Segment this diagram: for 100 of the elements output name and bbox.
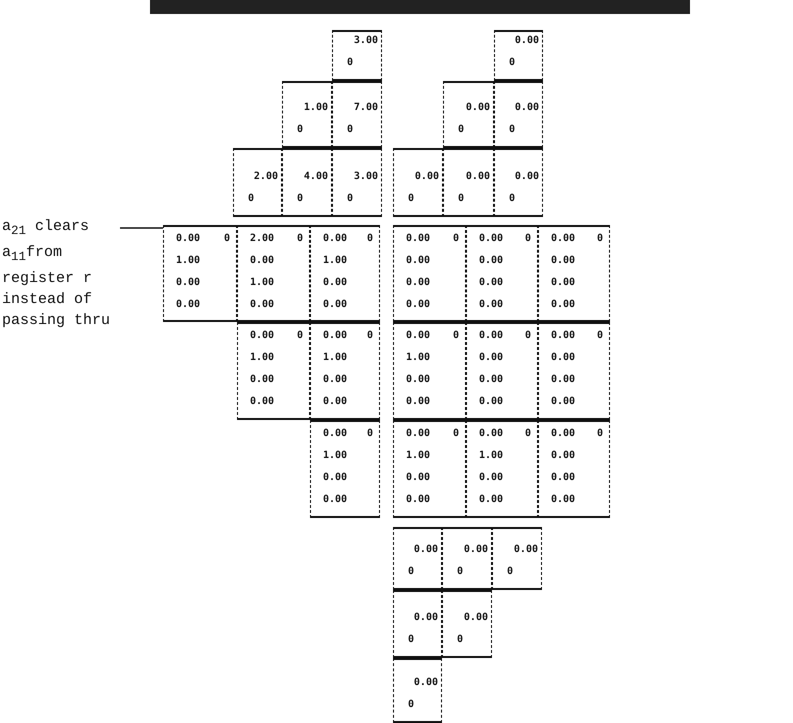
cell-value: 0	[408, 566, 414, 578]
cell-value: 0.00	[551, 428, 576, 440]
cell-value: 0.00	[250, 330, 274, 342]
register-cell	[494, 81, 543, 148]
cell-value: 0.00	[479, 352, 504, 364]
register-cell	[237, 322, 310, 420]
cell-value: 1.00	[250, 352, 274, 364]
cell-value: 0.00	[479, 472, 504, 484]
register-cell	[442, 590, 492, 658]
register-cell	[233, 148, 282, 217]
register-cell	[332, 148, 382, 217]
cell-value: 4.00	[304, 171, 328, 183]
cell-value: 0	[408, 699, 414, 711]
cell-value: 0.00	[479, 299, 504, 311]
cell-value: 1.00	[323, 352, 348, 364]
cell-value: 0.00	[323, 299, 348, 311]
register-cell	[310, 322, 380, 420]
cell-value: 0.00	[551, 450, 576, 462]
cell-value: 2.00	[250, 233, 274, 245]
cell-value: 0.00	[551, 299, 576, 311]
cell-value: 0.00	[466, 102, 490, 114]
cell-value: 0.00	[514, 35, 539, 47]
register-cell	[443, 81, 494, 148]
register-cell	[393, 322, 466, 420]
register-cell	[492, 527, 542, 590]
register-cell	[332, 30, 382, 81]
cell-value: 1.00	[323, 450, 348, 462]
cell-value: 0	[452, 330, 459, 342]
cell-value: 0.00	[479, 494, 504, 506]
cell-value: 0.00	[406, 428, 430, 440]
cell-value: 1.00	[406, 352, 430, 364]
cell-value: 0.00	[250, 299, 274, 311]
cell-value: 0.00	[323, 428, 348, 440]
cell-value: 0	[296, 233, 303, 245]
cell-value: 0.00	[551, 255, 576, 267]
cell-value: 0	[457, 634, 464, 646]
cell-value: 0.00	[551, 494, 576, 506]
cell-value: 0.00	[551, 472, 576, 484]
register-cell	[282, 148, 332, 217]
register-cell	[310, 420, 380, 518]
register-cell	[332, 81, 382, 148]
cell-value: 0.00	[406, 277, 430, 289]
register-cell	[310, 225, 380, 322]
cell-value: 0.00	[414, 612, 438, 624]
cell-value: 0.00	[176, 277, 200, 289]
cell-value: 0	[297, 193, 304, 205]
cell-value: 0	[408, 634, 414, 646]
cell-value: 0	[509, 124, 516, 136]
cell-value: 0	[458, 193, 464, 205]
cell-value: 0.00	[323, 494, 348, 506]
cell-value: 0.00	[479, 277, 504, 289]
cell-value: 0.00	[406, 374, 430, 386]
annotation-text: a$_{21}$ clears a$_{11}$from register r instead of passing thru	[2, 216, 120, 331]
cell-value: 0.00	[250, 396, 274, 408]
cell-value: 0	[366, 428, 373, 440]
cell-value: 0	[248, 193, 254, 205]
register-cell	[466, 225, 538, 322]
cell-value: 0	[347, 124, 354, 136]
cell-value: 0.00	[414, 544, 438, 556]
register-cell	[163, 225, 237, 322]
cell-value: 0.00	[250, 374, 274, 386]
cell-value: 0	[509, 57, 516, 69]
register-cell	[393, 225, 466, 322]
cell-value: 3.00	[354, 35, 378, 47]
cell-value: 0.00	[551, 396, 576, 408]
cell-value: 0.00	[323, 472, 348, 484]
cell-value: 0.00	[479, 428, 504, 440]
cell-value: 1.00	[250, 277, 274, 289]
register-cell	[494, 30, 543, 81]
register-cell	[443, 148, 494, 217]
cell-value: 0.00	[479, 255, 504, 267]
cell-value: 0	[452, 428, 459, 440]
cell-value: 0	[366, 233, 373, 245]
cell-value: 0	[408, 193, 414, 205]
cell-value: 0	[524, 233, 531, 245]
cell-value: 0.00	[406, 233, 430, 245]
cell-value: 1.00	[406, 450, 430, 462]
register-cell	[393, 590, 442, 658]
cell-value: 0.00	[414, 171, 439, 183]
cell-value: 2.00	[254, 171, 278, 183]
register-cell	[442, 527, 492, 590]
register-cell	[538, 225, 610, 322]
cell-value: 0.00	[406, 330, 430, 342]
cell-value: 0.00	[551, 374, 576, 386]
cell-value: 1.00	[176, 255, 200, 267]
register-cell	[393, 658, 442, 723]
cell-value: 1.00	[479, 450, 504, 462]
cell-value: 0.00	[514, 544, 538, 556]
cell-value: 0.00	[406, 494, 430, 506]
register-cell	[393, 527, 442, 590]
cell-value: 0.00	[514, 102, 539, 114]
cell-value: 0.00	[176, 233, 200, 245]
cell-value: 0	[596, 233, 603, 245]
cell-value: 0	[224, 233, 230, 245]
cell-value: 0.00	[479, 396, 504, 408]
cell-value: 0	[457, 566, 464, 578]
cell-value: 0.00	[479, 233, 504, 245]
register-cell	[466, 420, 538, 518]
leader-line	[120, 227, 163, 229]
cell-value: 0.00	[323, 396, 348, 408]
